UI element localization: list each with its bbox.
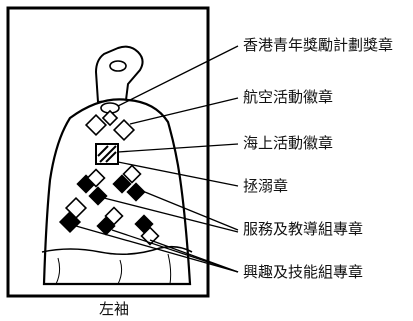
label-hk-award: 香港青年獎勵計劃獎章 [243,36,394,54]
sleeve-cuff [41,245,193,256]
caption: 左袖 [99,300,130,318]
label-aviation: 航空活動徽章 [243,88,334,106]
service-badges [76,164,146,206]
leader-interest-a [75,225,239,273]
diagram-frame [6,6,210,298]
leader-lines [75,45,239,273]
sleeve-fold-lines [55,253,172,285]
label-marine: 海上活動徽章 [243,134,334,152]
leader-interest-c [149,239,239,273]
shoulder-tab [94,45,144,104]
leader-service-a [139,189,239,231]
leader-service-b [103,197,239,233]
leader-hk-award [117,45,239,107]
leader-aviation [129,97,239,125]
leader-marine [117,143,239,153]
aviation-badges [84,109,136,142]
label-life-saving: 拯溺章 [243,177,289,195]
interest-badges [58,196,160,246]
marine-badge [95,143,119,165]
label-interest: 興趣及技能組專章 [243,263,364,281]
button-hole [109,60,127,72]
label-service: 服務及教導組專章 [243,220,364,238]
leader-life-saving [117,161,239,187]
